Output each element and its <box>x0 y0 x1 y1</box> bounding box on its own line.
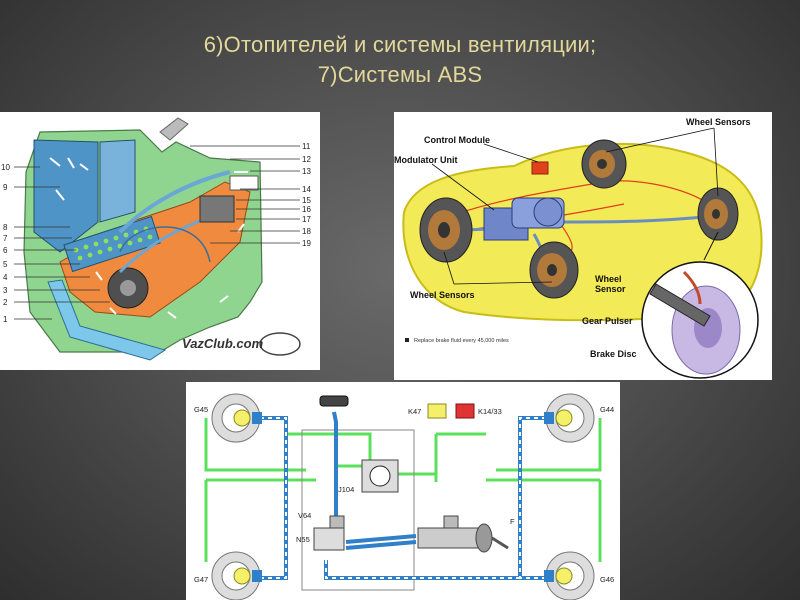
label-wheel: Wheel <box>595 274 622 284</box>
wheel-rear-left <box>581 139 627 189</box>
part-number: 16 <box>302 205 311 214</box>
part-number: 2 <box>3 298 8 307</box>
green-hydraulic-lines <box>204 418 602 562</box>
label-sensor: Sensor <box>595 284 626 294</box>
label-n55: N55 <box>296 535 310 544</box>
label-g47: G47 <box>194 575 208 584</box>
left-part-numbers: 10 9 8 7 6 5 4 3 2 1 <box>1 163 10 324</box>
label-f: F <box>510 517 515 526</box>
part-number: 19 <box>302 239 311 248</box>
airflow-arrows <box>49 157 248 319</box>
part-number: 17 <box>302 215 311 224</box>
part-number: 13 <box>302 167 311 176</box>
title-line-abs: 7)Системы ABS <box>317 62 483 87</box>
wheel-rear-right <box>697 187 739 241</box>
label-control-module: Control Module <box>424 135 490 145</box>
part-number: 15 <box>302 196 311 205</box>
abs-circuit-diagram: G45 G44 G47 G46 K47 K14/33 J104 V64 N55 … <box>194 393 614 600</box>
right-part-numbers: 11 12 13 14 15 16 17 18 19 <box>302 142 311 248</box>
wheel-front-left <box>419 197 473 263</box>
hydraulic-unit-n55 <box>313 527 345 551</box>
title-line-heating: 6)Отопителей и системы вентиляции; <box>203 32 597 57</box>
part-number: 14 <box>302 185 311 194</box>
control-module <box>531 161 549 175</box>
brake-warning-lamp <box>455 403 475 419</box>
schematic-labels: G45 G44 G47 G46 K47 K14/33 J104 V64 N55 … <box>194 405 614 584</box>
label-k14-33: K14/33 <box>478 407 502 416</box>
right-callout-lines <box>190 145 300 244</box>
label-modulator-unit: Modulator Unit <box>394 155 458 165</box>
part-number: 1 <box>3 315 8 324</box>
part-number: 6 <box>3 246 8 255</box>
label-k47: K47 <box>408 407 421 416</box>
left-callout-lines <box>14 166 110 320</box>
part-number: 18 <box>302 227 311 236</box>
vazclub-logo: VazClub.com <box>182 332 301 356</box>
wheel-g46 <box>544 551 595 600</box>
part-number: 10 <box>1 163 10 172</box>
label-brake-fluid-note: Replace brake fluid every 45,000 miles <box>414 338 509 344</box>
abs-wiring-schematic: G45 G44 G47 G46 K47 K14/33 J104 V64 N55 … <box>186 382 620 600</box>
part-number: 12 <box>302 155 311 164</box>
part-number: 11 <box>302 142 311 151</box>
label-gear-pulser: Gear Pulser <box>582 316 633 326</box>
diagnostic-connector <box>319 395 349 407</box>
modulator-unit <box>483 197 565 241</box>
watermark-text: VazClub.com <box>182 336 264 351</box>
ecu-frame <box>301 429 415 591</box>
label-wheel-sensors-bottom: Wheel Sensors <box>410 290 475 300</box>
heater-ventilation-diagram: 10 9 8 7 6 5 4 3 2 1 11 12 13 14 15 16 1… <box>0 112 320 370</box>
label-j104: J104 <box>338 485 354 494</box>
part-number: 8 <box>3 223 8 232</box>
abs-labels: Control Module Modulator Unit Wheel Sens… <box>394 117 751 359</box>
slide-title: 6)Отопителей и системы вентиляции; 7)Сис… <box>0 30 800 90</box>
label-g46: G46 <box>600 575 614 584</box>
wheel-g47 <box>211 551 262 600</box>
part-number: 5 <box>3 260 8 269</box>
abs-car-illustration: Control Module Modulator Unit Wheel Sens… <box>394 117 763 379</box>
wheel-g44 <box>544 393 595 443</box>
abs-warning-lamp <box>427 403 447 419</box>
label-wheel-sensors-top: Wheel Sensors <box>686 117 751 127</box>
label-brake-disc: Brake Disc <box>590 349 637 359</box>
abs-system-illustration: Control Module Modulator Unit Wheel Sens… <box>394 112 772 380</box>
wheel-sensor-detail <box>641 231 759 379</box>
master-cylinder <box>417 527 479 549</box>
brake-booster <box>475 523 493 553</box>
abs-leader-lines <box>431 127 719 285</box>
wheel-g45 <box>211 393 262 443</box>
part-number: 9 <box>3 183 8 192</box>
label-g45: G45 <box>194 405 208 414</box>
pump-v64 <box>329 515 345 529</box>
label-g44: G44 <box>600 405 614 414</box>
label-v64: V64 <box>298 511 311 520</box>
part-number: 4 <box>3 273 8 282</box>
part-number: 3 <box>3 286 8 295</box>
part-number: 7 <box>3 234 8 243</box>
blue-brake-lines <box>260 411 546 580</box>
wheel-front-right <box>529 241 579 299</box>
heater-illustration: 10 9 8 7 6 5 4 3 2 1 11 12 13 14 15 16 1… <box>1 117 311 361</box>
note-bullet <box>405 338 409 342</box>
